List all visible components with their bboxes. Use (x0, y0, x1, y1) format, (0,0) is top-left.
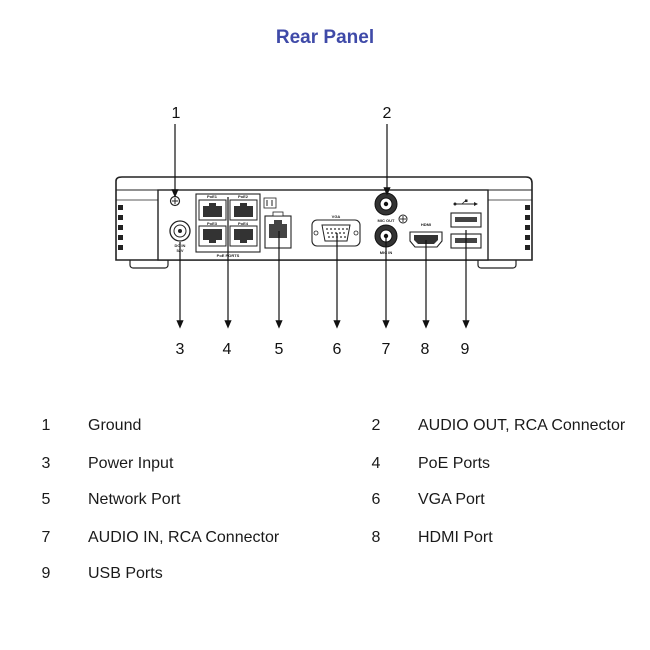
legend-label: USB Ports (88, 565, 163, 582)
legend-label: Network Port (88, 491, 181, 508)
legend-label: Power Input (88, 455, 174, 472)
poe-top-right-label: PoE2 (238, 194, 249, 199)
legend-number: 5 (41, 491, 51, 508)
legend-label: VGA Port (418, 491, 485, 508)
rear-panel-diagram: DC IN 52V (115, 105, 533, 358)
vga-label: VGA (332, 214, 341, 219)
legend-label: AUDIO IN, RCA Connector (88, 529, 280, 546)
callout-8: 8 (421, 341, 430, 358)
callout-3: 3 (176, 341, 185, 358)
network-port-icon (264, 211, 292, 249)
poe-top-left-label: PoE1 (207, 194, 218, 199)
usb-port-1-icon (450, 212, 482, 228)
legend-number: 4 (371, 455, 381, 472)
callout-4: 4 (223, 341, 232, 358)
audio-out-rca-icon (374, 192, 398, 216)
legend-number: 2 (371, 417, 381, 434)
callout-9: 9 (461, 341, 470, 358)
callout-5: 5 (275, 341, 284, 358)
mic-out-label: MIC OUT (378, 218, 395, 223)
power-jack-icon (169, 220, 191, 242)
poe-bottom-right-label: PoE4 (238, 221, 249, 226)
hdmi-label: HDMI (421, 222, 431, 227)
page-title: Rear Panel (275, 27, 375, 48)
poe-ports-block: PoE1 PoE2 PoE3 PoE4 (195, 193, 261, 253)
legend-label: PoE Ports (418, 455, 491, 472)
hdmi-port-icon (409, 231, 443, 248)
callout-2: 2 (383, 105, 392, 122)
callout-1: 1 (172, 105, 181, 122)
legend-number: 6 (371, 491, 381, 508)
legend-number: 1 (41, 417, 51, 434)
poe-port-3-icon (198, 225, 227, 247)
poe-port-4-icon (229, 225, 258, 247)
legend-label: HDMI Port (418, 529, 493, 546)
leader-lines (171, 124, 470, 329)
legend-number: 7 (41, 529, 51, 546)
poe-port-1-icon (198, 199, 227, 221)
legend-number: 3 (41, 455, 51, 472)
legend-number: 9 (41, 565, 51, 582)
legend-number: 8 (371, 529, 381, 546)
vga-port-icon (311, 219, 361, 247)
legend-label: Ground (88, 417, 142, 434)
usb-symbol-icon (453, 199, 478, 206)
right-vents (525, 205, 530, 250)
left-vents (118, 205, 123, 250)
status-led-icon (263, 197, 277, 209)
poe-bottom-left-label: PoE3 (207, 221, 218, 226)
callout-6: 6 (333, 341, 342, 358)
ground-symbol-icon (398, 214, 408, 224)
nvr-device: DC IN 52V (115, 176, 533, 269)
poe-port-2-icon (229, 199, 258, 221)
callout-7: 7 (382, 341, 391, 358)
legend-label: AUDIO OUT, RCA Connector (418, 417, 626, 434)
